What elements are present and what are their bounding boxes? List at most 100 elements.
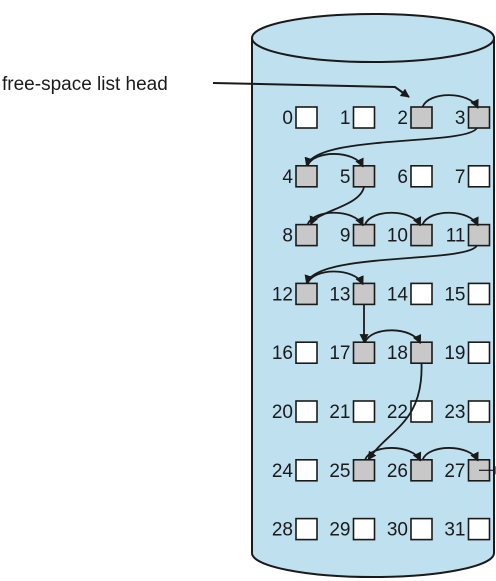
disk-block: 4 bbox=[282, 165, 318, 188]
free-block bbox=[352, 165, 376, 188]
free-list-link bbox=[304, 244, 478, 285]
disk-block: 5 bbox=[340, 165, 376, 188]
list-head-pointer bbox=[212, 82, 410, 98]
block-number: 9 bbox=[340, 226, 351, 247]
disk-block: 21 bbox=[329, 400, 376, 423]
disk-block: 30 bbox=[387, 517, 433, 541]
block-number: 24 bbox=[272, 461, 294, 482]
null-terminator bbox=[479, 466, 496, 475]
disk-block: 19 bbox=[444, 341, 491, 365]
allocated-block bbox=[295, 400, 318, 423]
block-number: 19 bbox=[444, 343, 465, 364]
disk-block: 8 bbox=[282, 223, 318, 247]
allocated-block bbox=[295, 341, 318, 365]
block-number: 17 bbox=[329, 343, 350, 364]
block-number: 8 bbox=[282, 226, 293, 247]
block-number: 21 bbox=[329, 402, 350, 423]
block-number: 0 bbox=[282, 108, 293, 129]
allocated-block bbox=[295, 517, 318, 541]
allocated-block bbox=[467, 165, 491, 188]
block-number: 16 bbox=[272, 343, 293, 364]
block-number: 5 bbox=[340, 167, 351, 188]
allocated-block bbox=[295, 106, 318, 129]
free-list-link bbox=[304, 127, 478, 167]
free-block bbox=[295, 223, 318, 247]
allocated-block bbox=[410, 517, 433, 541]
free-list-link bbox=[306, 211, 364, 227]
block-number: 11 bbox=[446, 226, 466, 247]
block-number: 12 bbox=[272, 284, 293, 305]
disk-block: 20 bbox=[272, 400, 318, 423]
allocated-block bbox=[467, 517, 491, 541]
free-block bbox=[410, 341, 433, 365]
block-number: 14 bbox=[387, 284, 409, 305]
free-block bbox=[467, 106, 491, 129]
allocated-block bbox=[467, 400, 491, 423]
allocated-block bbox=[467, 341, 491, 365]
block-number: 2 bbox=[397, 108, 408, 129]
block-number: 25 bbox=[329, 461, 350, 482]
free-block bbox=[410, 223, 433, 247]
disk-block: 25 bbox=[329, 458, 376, 482]
block-number: 28 bbox=[272, 520, 293, 541]
block-number: 23 bbox=[444, 402, 465, 423]
free-list-link bbox=[306, 153, 364, 168]
free-block bbox=[352, 458, 376, 482]
block-number: 30 bbox=[387, 520, 408, 541]
allocated-block bbox=[410, 282, 433, 306]
disk-block: 3 bbox=[455, 106, 491, 129]
disk-block: 23 bbox=[444, 400, 491, 423]
free-list-link bbox=[364, 447, 422, 462]
block-number: 13 bbox=[329, 284, 350, 305]
free-block bbox=[410, 106, 433, 129]
block-number: 6 bbox=[397, 167, 408, 188]
free-list-link bbox=[364, 211, 422, 227]
disk-block: 13 bbox=[329, 282, 376, 306]
free-list-link bbox=[364, 329, 422, 345]
disk-block: 10 bbox=[387, 223, 433, 247]
disk-block: 18 bbox=[387, 341, 433, 365]
free-list-links bbox=[304, 94, 479, 462]
allocated-block bbox=[467, 282, 491, 306]
disk-block: 0 bbox=[282, 106, 318, 129]
free-block bbox=[467, 223, 491, 247]
free-list-link bbox=[421, 94, 479, 109]
free-list-link bbox=[306, 270, 364, 286]
allocated-block bbox=[295, 458, 318, 482]
disk-block: 14 bbox=[387, 282, 433, 306]
block-number: 27 bbox=[444, 461, 465, 482]
disk-block: 16 bbox=[272, 341, 318, 365]
allocated-block bbox=[352, 106, 376, 129]
allocated-block bbox=[410, 165, 433, 188]
disk-block: 31 bbox=[444, 517, 491, 541]
disk-block: 24 bbox=[272, 458, 318, 482]
block-number: 31 bbox=[444, 520, 465, 541]
block-number: 1 bbox=[340, 108, 351, 129]
disk-block: 28 bbox=[272, 517, 318, 541]
free-list-link bbox=[421, 211, 479, 227]
block-number: 22 bbox=[387, 402, 408, 423]
free-block bbox=[352, 341, 376, 365]
disk-block: 7 bbox=[455, 165, 491, 188]
free-block bbox=[410, 458, 433, 482]
disk-block: 6 bbox=[397, 165, 433, 188]
block-number: 7 bbox=[455, 167, 466, 188]
block-number: 26 bbox=[387, 461, 408, 482]
allocated-block bbox=[352, 517, 376, 541]
disk-block: 2 bbox=[397, 106, 433, 129]
disk-block: 15 bbox=[444, 282, 491, 306]
block-number: 18 bbox=[387, 343, 408, 364]
disk-block: 11 bbox=[446, 223, 491, 247]
free-block bbox=[352, 282, 376, 306]
block-number: 4 bbox=[282, 167, 293, 188]
free-list-link bbox=[421, 447, 479, 462]
cylinder-top bbox=[251, 13, 495, 63]
block-number: 20 bbox=[272, 402, 293, 423]
free-block bbox=[352, 223, 376, 247]
disk-block: 1 bbox=[340, 106, 376, 129]
disk-block: 26 bbox=[387, 458, 433, 482]
block-number: 15 bbox=[444, 284, 465, 305]
allocated-block bbox=[352, 400, 376, 423]
disk-block: 29 bbox=[329, 517, 376, 541]
